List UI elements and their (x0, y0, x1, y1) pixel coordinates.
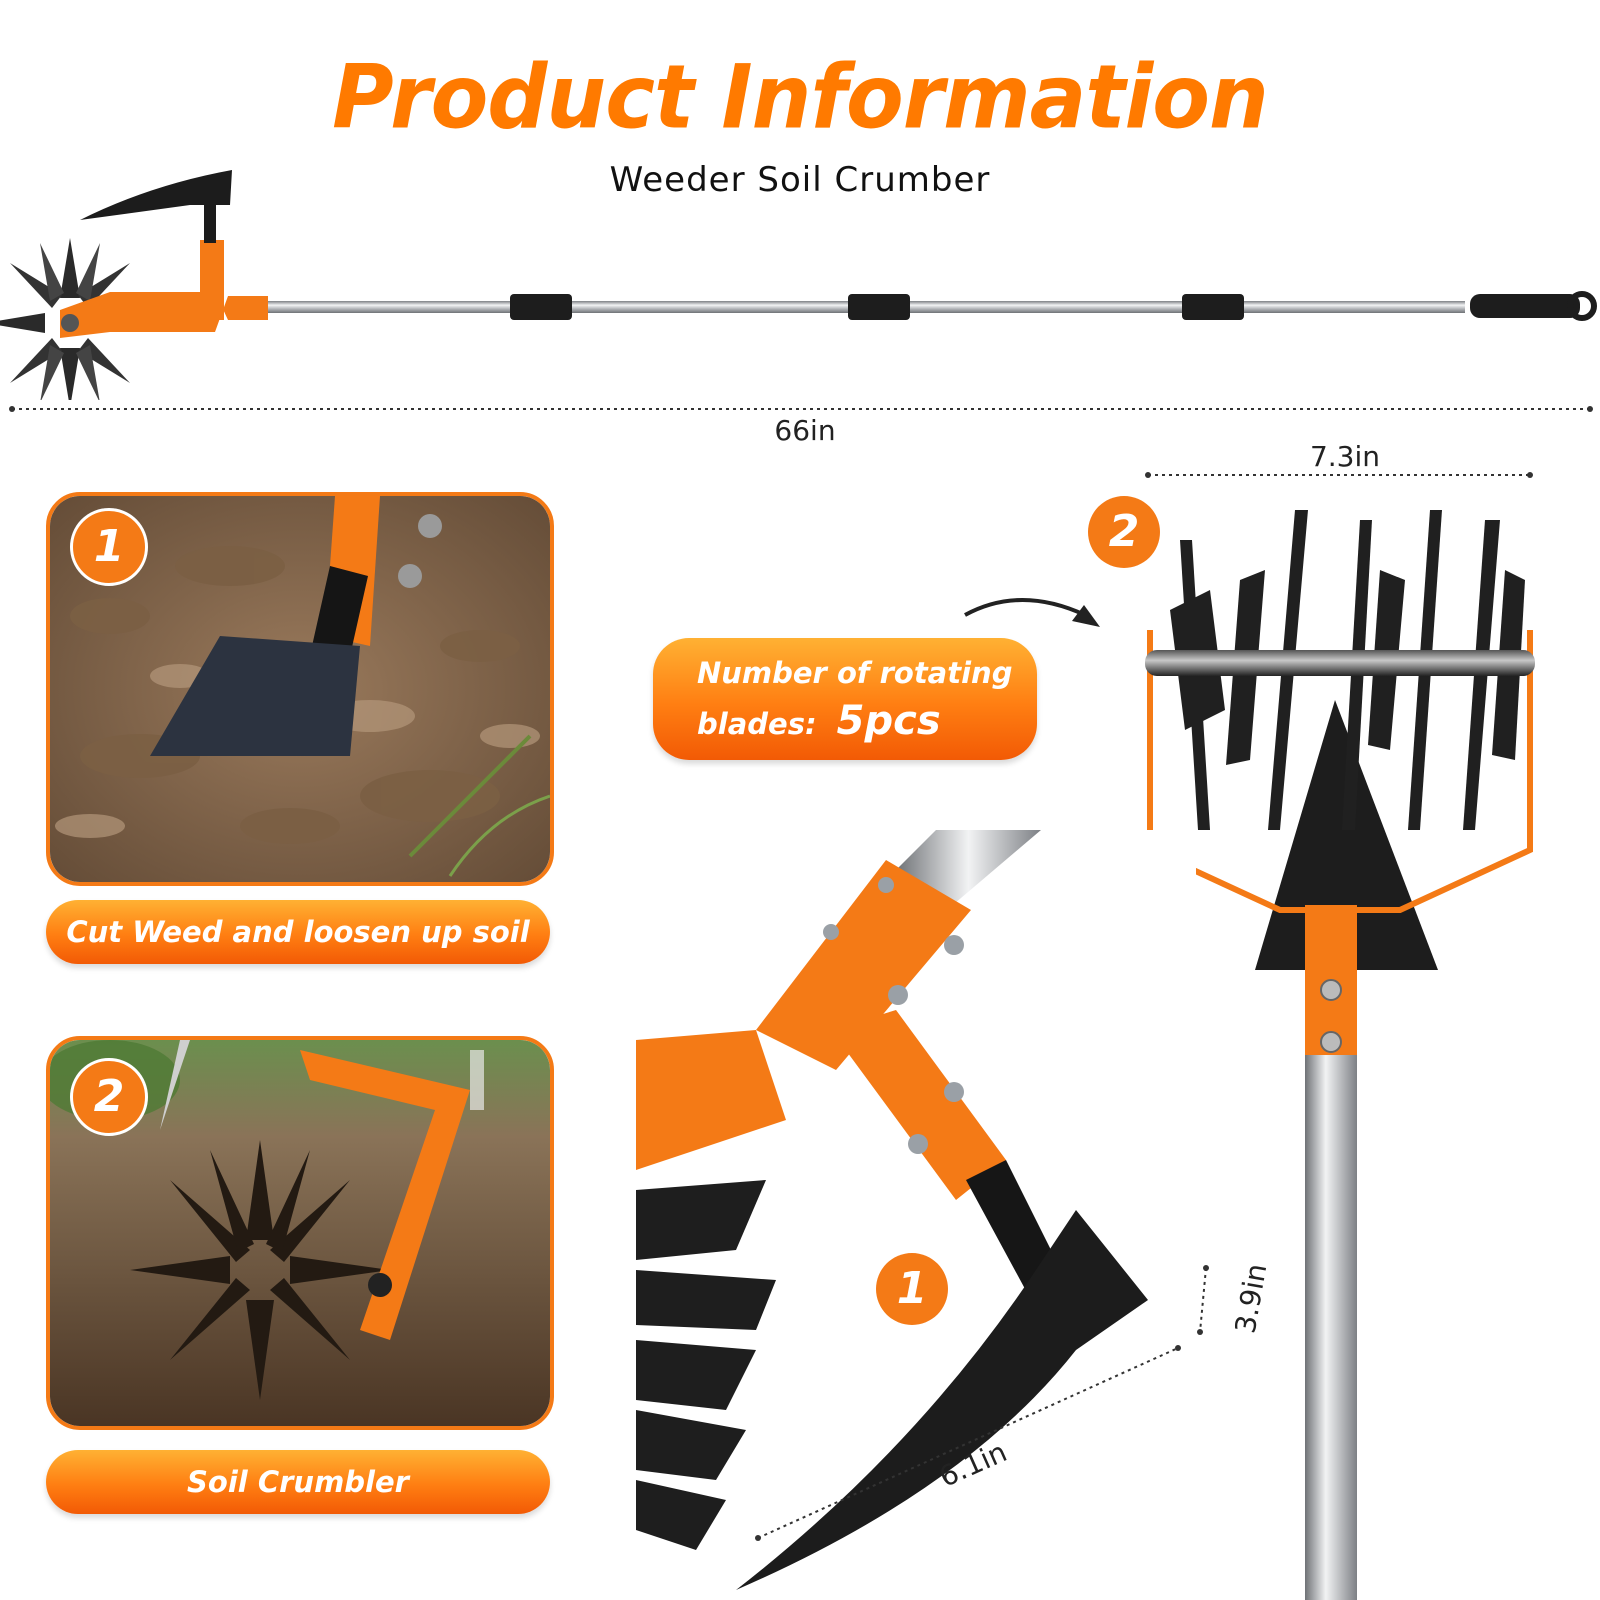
rotor-detail-illustration (1145, 510, 1535, 1600)
axle-bolt (61, 314, 79, 332)
callout-line-2: blades: 5pcs (697, 698, 941, 744)
hoe-photo (46, 492, 554, 886)
pole-grip (1182, 294, 1244, 320)
feature-badge-2: 2 (70, 1058, 148, 1136)
length-label: 66in (774, 414, 836, 447)
page-subtitle: Weeder Soil Crumber (609, 160, 991, 200)
callout-value: 5pcs (836, 698, 941, 744)
callout-label: blades: (697, 707, 817, 741)
hoe-detail-badge: 1 (876, 1253, 948, 1325)
handle-grip (1470, 294, 1580, 318)
hoe-blade (80, 170, 232, 220)
hoe-bracket (200, 240, 224, 320)
soil-hoe-image (50, 496, 550, 882)
rotor-detail-badge: 2 (1088, 496, 1160, 568)
feature-badge-1: 1 (70, 508, 148, 586)
pole-grip (848, 294, 910, 320)
feature-caption-2: Soil Crumbler (46, 1450, 550, 1514)
callout-line-1: Number of rotating (697, 656, 1013, 690)
page-title: Product Information (332, 45, 1269, 149)
soil-crumbler-image (50, 1040, 550, 1426)
feature-caption-1: Cut Weed and loosen up soil (46, 900, 550, 964)
rotor-frame (60, 292, 268, 338)
hoe-neck (204, 205, 216, 243)
crumbler-photo (46, 1036, 554, 1430)
arrow-icon (964, 598, 1100, 627)
hoe-detail-illustration (636, 830, 1196, 1600)
length-dimension-line (9, 406, 1593, 412)
hoe-width-dimension-line (755, 1345, 1181, 1541)
pole-grip (510, 294, 572, 320)
rotor-width-label: 7.3in (1309, 440, 1381, 473)
blade-count-callout: Number of rotating blades: 5pcs (653, 638, 1037, 760)
hang-loop (1567, 291, 1597, 321)
rotor-width-dimension-line (1145, 472, 1533, 478)
hoe-height-dimension-line (1197, 1265, 1209, 1335)
full-tool-illustration (0, 170, 1597, 400)
rotor-blades (0, 238, 155, 400)
